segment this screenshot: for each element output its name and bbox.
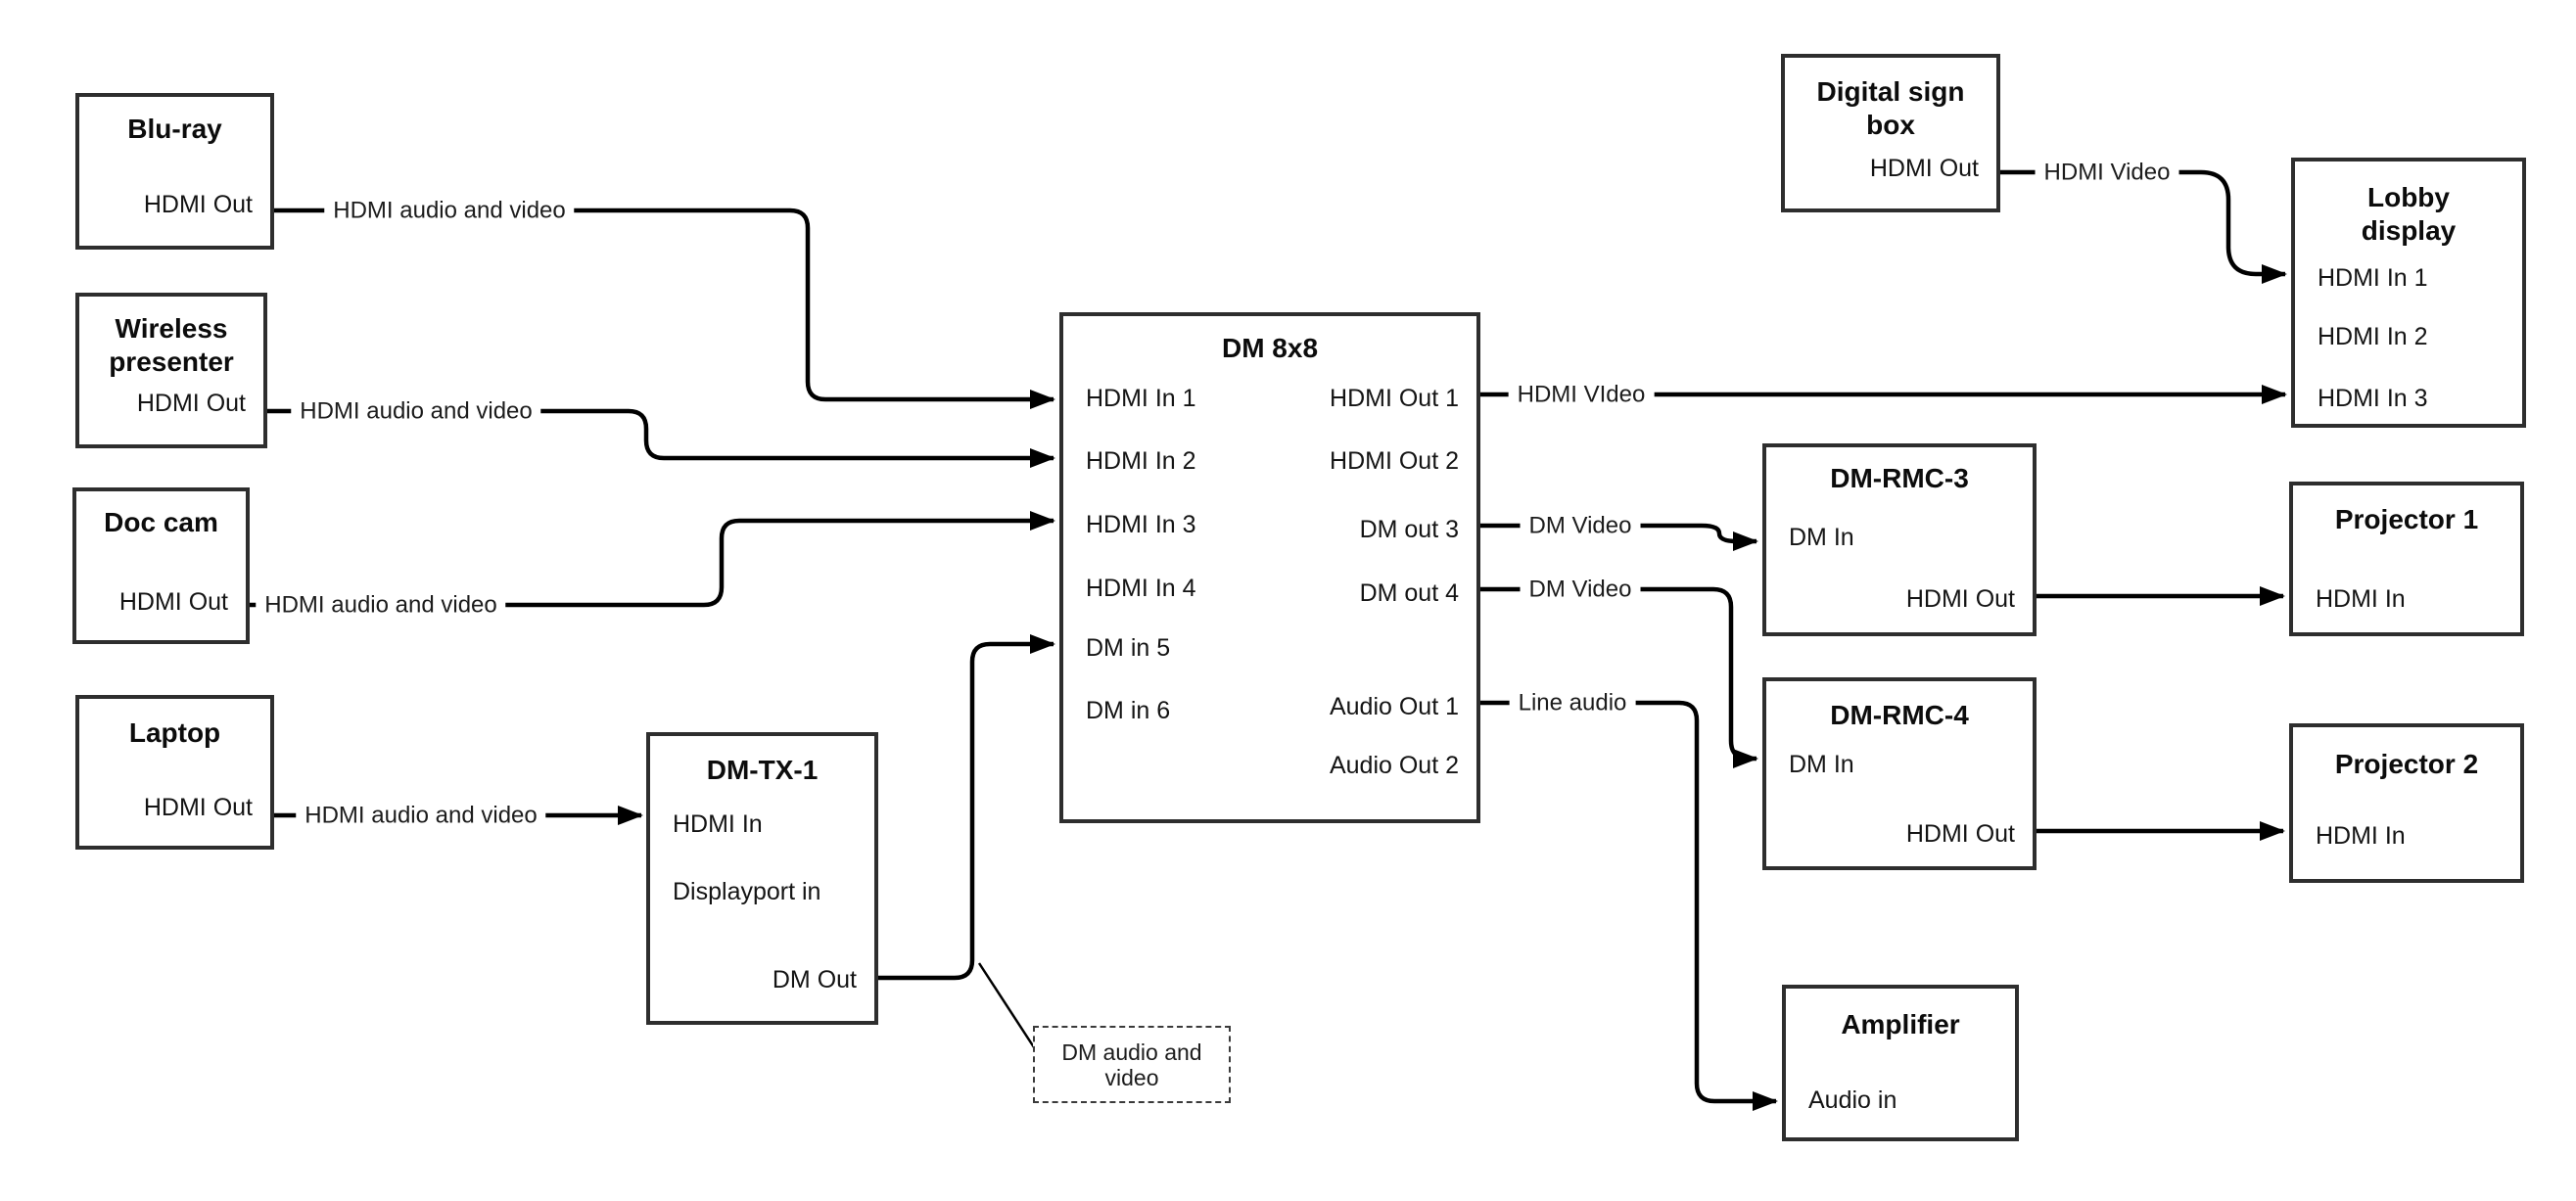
node-dm-8x8-port-audio-out-2: Audio Out 2 [1329, 752, 1459, 779]
node-dm-tx-1: DM-TX-1 HDMI In Displayport in DM Out [646, 732, 878, 1025]
node-dm-rmc-4: DM-RMC-4 DM In HDMI Out [1762, 677, 2037, 870]
callout-text: DM audio and video [1061, 1039, 1202, 1090]
node-dm-tx-1-port-dm-out: DM Out [772, 966, 857, 993]
node-amplifier-title: Amplifier [1841, 1009, 1960, 1039]
node-dm-rmc-3-port-hdmi-out: HDMI Out [1905, 585, 2015, 613]
node-doc-cam-port-hdmi-out: HDMI Out [118, 588, 228, 616]
edge-label-digisign-to-lobby: HDMI Video [2035, 158, 2179, 187]
node-wireless-presenter: Wireless presenter HDMI Out [75, 293, 267, 448]
node-lobby-display-port-hdmi-in-2: HDMI In 2 [2318, 323, 2428, 350]
callout-leader-line [977, 962, 1036, 1048]
node-doc-cam-title: Doc cam [104, 507, 218, 537]
node-amplifier-port-audio-in: Audio in [1808, 1086, 1897, 1114]
node-dm-8x8-port-hdmi-out-1: HDMI Out 1 [1330, 385, 1459, 412]
node-laptop-port-hdmi-out: HDMI Out [143, 794, 253, 821]
node-dm-rmc-4-port-dm-in: DM In [1789, 751, 1854, 778]
node-projector-2-title: Projector 2 [2334, 749, 2479, 779]
node-dm-tx-1-port-displayport-in: Displayport in [673, 878, 821, 905]
node-dm-8x8-title: DM 8x8 [1221, 333, 1319, 363]
connector-bluray-to-dm8x8-hdmi-in-1 [274, 208, 1055, 409]
node-dm-8x8: DM 8x8 HDMI In 1 HDMI In 2 HDMI In 3 HDM… [1059, 312, 1480, 823]
edge-label-audio-out-1-to-amplifier: Line audio [1509, 688, 1636, 717]
edge-label-dm-out-4-to-dmrmc4: DM Video [1520, 575, 1641, 604]
node-dm-8x8-port-hdmi-out-2: HDMI Out 2 [1330, 447, 1459, 475]
edge-label-hdmi-out-1-to-lobby: HDMI VIdeo [1508, 380, 1655, 409]
connector-dm8x8-dm-out-4-to-dmrmc4-dm-in [1480, 586, 1758, 768]
node-projector-2-port-hdmi-in: HDMI In [2316, 822, 2406, 850]
node-doc-cam: Doc cam HDMI Out [72, 487, 250, 644]
node-wireless-presenter-port-hdmi-out: HDMI Out [136, 390, 246, 417]
node-projector-1: Projector 1 HDMI In [2289, 482, 2524, 636]
node-dm-8x8-port-dm-in-6: DM in 6 [1086, 697, 1171, 724]
connector-dm8x8-dm-out-3-to-dmrmc3-dm-in [1480, 523, 1758, 551]
node-projector-2: Projector 2 HDMI In [2289, 723, 2524, 883]
node-digital-sign-box: Digital sign box HDMI Out [1781, 54, 2000, 212]
connector-wireless-to-dm8x8-hdmi-in-2 [267, 408, 1055, 468]
node-dm-8x8-port-audio-out-1: Audio Out 1 [1329, 693, 1459, 720]
node-wireless-presenter-title: Wireless presenter [109, 313, 234, 377]
node-dm-8x8-port-hdmi-in-1: HDMI In 1 [1086, 385, 1196, 412]
node-dm-8x8-port-hdmi-in-3: HDMI In 3 [1086, 511, 1196, 538]
node-bluray-title: Blu-ray [127, 114, 222, 144]
node-amplifier: Amplifier Audio in [1782, 985, 2019, 1141]
node-dm-tx-1-port-hdmi-in: HDMI In [673, 810, 763, 838]
node-digital-sign-box-port-hdmi-out: HDMI Out [1869, 155, 1979, 182]
edge-label-dm-out-3-to-dmrmc3: DM Video [1520, 511, 1641, 540]
connector-doccam-to-dm8x8-hdmi-in-3 [250, 511, 1055, 608]
node-lobby-display-port-hdmi-in-3: HDMI In 3 [2318, 385, 2428, 412]
edge-label-wireless-to-dm8x8: HDMI audio and video [291, 396, 541, 426]
node-dm-8x8-port-dm-out-3: DM out 3 [1359, 516, 1459, 543]
node-dm-rmc-3: DM-RMC-3 DM In HDMI Out [1762, 443, 2037, 636]
node-projector-1-port-hdmi-in: HDMI In [2316, 585, 2406, 613]
node-bluray: Blu-ray HDMI Out [75, 93, 274, 250]
callout-dm-audio-and-video: DM audio and video [1033, 1026, 1231, 1103]
node-laptop: Laptop HDMI Out [75, 695, 274, 850]
node-dm-8x8-port-hdmi-in-4: HDMI In 4 [1086, 575, 1196, 602]
node-dm-8x8-port-hdmi-in-2: HDMI In 2 [1086, 447, 1196, 475]
node-dm-8x8-port-dm-out-4: DM out 4 [1359, 579, 1459, 607]
node-lobby-display: Lobby display HDMI In 1 HDMI In 2 HDMI I… [2291, 158, 2526, 428]
connector-dmtx1-dm-out-to-dm8x8-dm-in-5 [878, 634, 1055, 981]
node-dm-rmc-4-title: DM-RMC-4 [1830, 700, 1969, 730]
node-dm-rmc-4-port-hdmi-out: HDMI Out [1905, 820, 2015, 848]
connector-dm8x8-audio-out-1-to-amplifier [1480, 700, 1778, 1111]
node-digital-sign-box-title: Digital sign box [1816, 76, 1965, 140]
connector-digisign-to-lobby-hdmi-in-1 [2000, 169, 2287, 284]
node-bluray-port-hdmi-out: HDMI Out [143, 191, 253, 218]
node-dm-tx-1-title: DM-TX-1 [706, 755, 819, 785]
node-dm-8x8-port-dm-in-5: DM in 5 [1086, 634, 1171, 662]
node-projector-1-title: Projector 1 [2334, 504, 2479, 534]
node-lobby-display-port-hdmi-in-1: HDMI In 1 [2318, 264, 2428, 292]
node-dm-rmc-3-title: DM-RMC-3 [1830, 463, 1969, 493]
node-dm-rmc-3-port-dm-in: DM In [1789, 524, 1854, 551]
edge-label-laptop-to-dmtx1: HDMI audio and video [296, 801, 546, 830]
edge-label-bluray-to-dm8x8: HDMI audio and video [324, 196, 575, 225]
node-lobby-display-title: Lobby display [2361, 182, 2457, 246]
edge-label-doccam-to-dm8x8: HDMI audio and video [256, 590, 506, 620]
node-laptop-title: Laptop [128, 717, 221, 748]
